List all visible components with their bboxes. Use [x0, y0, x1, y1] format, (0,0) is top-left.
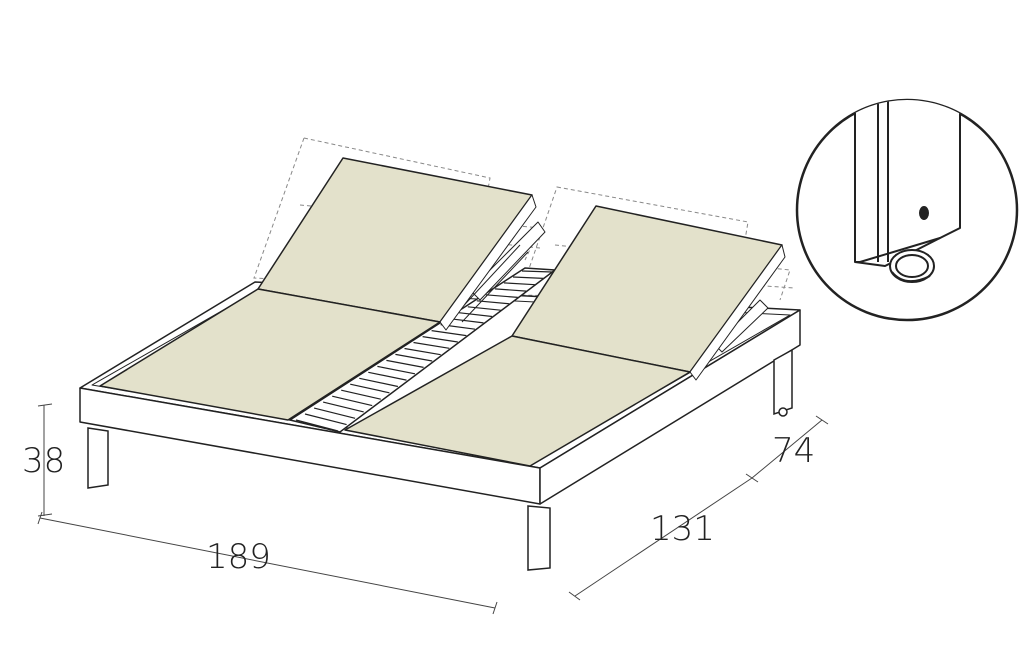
- leg-back-caster: [778, 407, 788, 417]
- slat: [350, 383, 390, 394]
- slat: [449, 318, 484, 324]
- bed-legs: [87, 348, 793, 571]
- slat: [422, 336, 458, 343]
- right-lounger: [344, 205, 786, 467]
- slat: [395, 353, 433, 362]
- dimension-height-label: 38: [22, 441, 65, 481]
- slat: [322, 401, 364, 413]
- dimension-length-label: 189: [206, 537, 271, 577]
- slat: [521, 270, 553, 273]
- right-seat: [344, 335, 691, 467]
- caster-wheel-detail-icon: [795, 98, 1019, 322]
- leg-front-right: [527, 505, 551, 571]
- dimension-lines: [37, 403, 829, 615]
- slat: [413, 341, 450, 349]
- slat: [404, 347, 441, 356]
- slat: [359, 377, 399, 388]
- dimension-depth-label: 131: [650, 509, 715, 549]
- slat: [485, 294, 518, 298]
- slat: [458, 312, 493, 318]
- leg-back-right: [773, 348, 793, 416]
- slat: [295, 419, 339, 432]
- slat: [494, 288, 527, 292]
- left-lounger: [99, 157, 546, 421]
- slat: [467, 306, 501, 311]
- slat: [431, 330, 467, 337]
- slat: [304, 413, 347, 426]
- slat: [313, 407, 356, 419]
- slat: [386, 359, 424, 368]
- slat: [341, 389, 381, 400]
- leg-front-left: [87, 427, 109, 489]
- slat: [368, 371, 407, 381]
- dimension-backrest-label: 74: [772, 431, 815, 471]
- slat: [377, 365, 416, 375]
- left-seat: [99, 288, 441, 421]
- slat: [512, 276, 544, 279]
- slat: [503, 282, 535, 286]
- slat: [332, 395, 373, 407]
